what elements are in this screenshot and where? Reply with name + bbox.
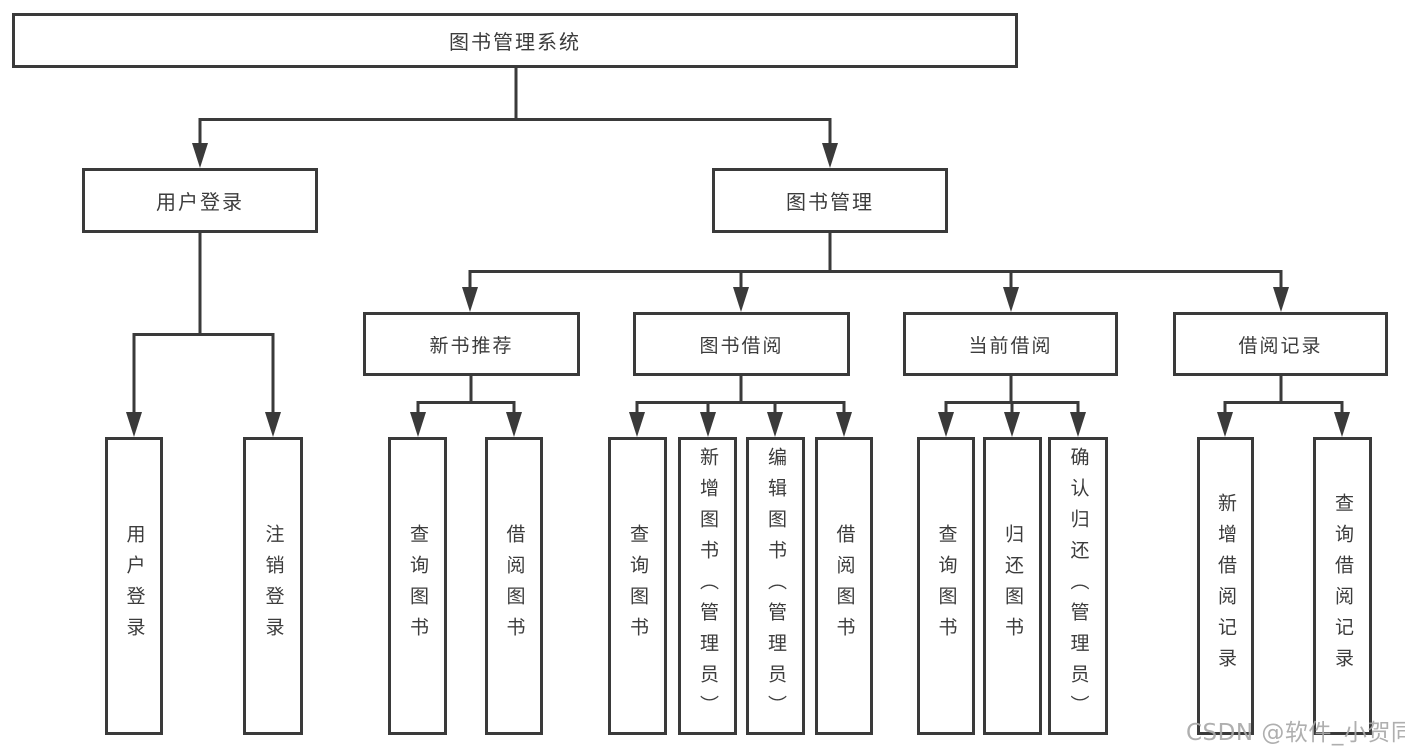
node-book-borrowing: 图书借阅 bbox=[633, 312, 850, 376]
connector-borrowing-records-children bbox=[1217, 376, 1350, 437]
leaf-user-login: 用户登录 bbox=[105, 437, 163, 735]
node-label: 新增借阅记录 bbox=[1215, 493, 1237, 679]
arrowhead bbox=[1004, 412, 1020, 437]
node-book-management: 图书管理 bbox=[712, 168, 948, 233]
node-current-borrowing: 当前借阅 bbox=[903, 312, 1118, 376]
arrowhead bbox=[126, 412, 142, 437]
leaf-query-books-recommend: 查询图书 bbox=[388, 437, 447, 735]
node-library-management-system: 图书管理系统 bbox=[12, 13, 1018, 68]
arrowhead bbox=[1070, 412, 1086, 437]
node-label: 用户登录 bbox=[156, 190, 244, 214]
node-label: 查询图书 bbox=[935, 524, 958, 648]
node-label: 借阅图书 bbox=[503, 524, 526, 648]
node-label: 新书推荐 bbox=[429, 334, 514, 357]
node-label: 归还图书 bbox=[1002, 524, 1024, 648]
arrowhead bbox=[733, 287, 749, 312]
connector-book-management-to-level3 bbox=[462, 233, 1289, 312]
connector-book-borrowing-children bbox=[629, 376, 852, 437]
node-label: 注销登录 bbox=[262, 524, 285, 648]
arrowhead bbox=[700, 412, 716, 437]
node-label: 借阅记录 bbox=[1238, 334, 1323, 357]
node-label: 图书管理 bbox=[786, 190, 874, 214]
csdn-watermark: CSDN @软件_小贺同学 bbox=[1186, 720, 1405, 746]
arrowhead bbox=[192, 143, 208, 168]
connector-new-book-children bbox=[410, 376, 522, 437]
node-label: 新增图书（管理员） bbox=[697, 446, 719, 726]
arrowhead bbox=[1273, 287, 1289, 312]
node-label: 当前借阅 bbox=[968, 334, 1053, 357]
arrowhead bbox=[1003, 287, 1019, 312]
node-label: 查询图书 bbox=[407, 524, 429, 648]
leaf-logout: 注销登录 bbox=[243, 437, 303, 735]
leaf-borrow-books-borrowing: 借阅图书 bbox=[815, 437, 873, 735]
leaf-query-books-current: 查询图书 bbox=[917, 437, 975, 735]
node-label: 查询图书 bbox=[627, 524, 649, 648]
leaf-return-books: 归还图书 bbox=[983, 437, 1042, 735]
leaf-confirm-return-admin: 确认归还（管理员） bbox=[1048, 437, 1108, 735]
arrowhead bbox=[822, 143, 838, 168]
arrowhead bbox=[506, 412, 522, 437]
node-label: 确认归还（管理员） bbox=[1067, 446, 1090, 726]
arrowhead bbox=[938, 412, 954, 437]
arrowhead bbox=[1334, 412, 1350, 437]
leaf-add-borrow-record: 新增借阅记录 bbox=[1197, 437, 1254, 735]
arrowhead bbox=[767, 412, 783, 437]
node-label: 图书管理系统 bbox=[449, 30, 581, 54]
node-label: 借阅图书 bbox=[833, 524, 856, 648]
arrowhead bbox=[1217, 412, 1233, 437]
leaf-borrow-books-recommend: 借阅图书 bbox=[485, 437, 543, 735]
leaf-edit-book-admin: 编辑图书（管理员） bbox=[746, 437, 805, 735]
arrowhead bbox=[462, 287, 478, 312]
arrowhead bbox=[836, 412, 852, 437]
node-label: 编辑图书（管理员） bbox=[765, 446, 787, 726]
leaf-add-book-admin: 新增图书（管理员） bbox=[678, 437, 737, 735]
arrowhead bbox=[410, 412, 426, 437]
node-new-book-recommendation: 新书推荐 bbox=[363, 312, 580, 376]
node-label: 用户登录 bbox=[123, 524, 146, 648]
connector-current-borrowing-children bbox=[938, 376, 1086, 437]
node-borrowing-records: 借阅记录 bbox=[1173, 312, 1388, 376]
node-user-login: 用户登录 bbox=[82, 168, 318, 233]
arrowhead bbox=[265, 412, 281, 437]
node-label: 查询借阅记录 bbox=[1332, 493, 1354, 679]
node-label: 图书借阅 bbox=[699, 334, 784, 357]
leaf-query-borrow-record: 查询借阅记录 bbox=[1313, 437, 1372, 735]
arrowhead bbox=[629, 412, 645, 437]
connector-user-login-children bbox=[126, 233, 281, 437]
connector-root-to-level2 bbox=[192, 68, 838, 168]
leaf-query-books-borrowing: 查询图书 bbox=[608, 437, 667, 735]
